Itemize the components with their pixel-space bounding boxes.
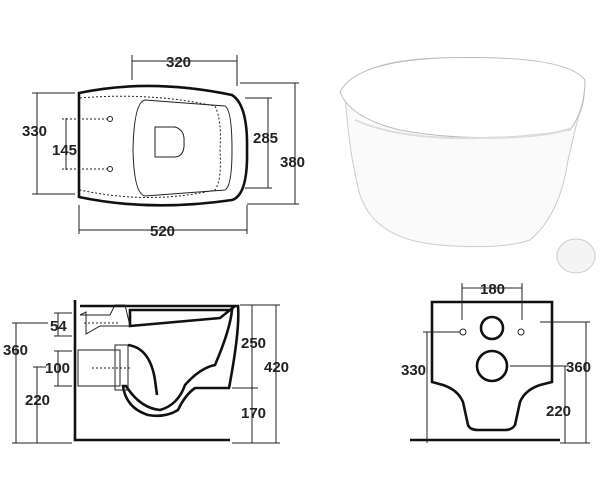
dim-360-front: 360	[566, 359, 591, 376]
front-fixing-left	[459, 328, 467, 336]
dim-360: 360	[3, 342, 28, 359]
wall-and-floor	[73, 300, 230, 442]
fixing-hole-top	[107, 116, 113, 122]
dim-180: 180	[480, 281, 505, 298]
dim-330-front: 330	[401, 362, 426, 379]
front-view-outline	[430, 300, 554, 432]
side-view: 54 360 100 220 250 420 170	[3, 300, 289, 444]
front-view: 180 330 360 220	[401, 281, 591, 444]
fixing-hole-leaders	[62, 118, 107, 170]
outlet-pipe	[77, 344, 129, 391]
side-centerlines	[84, 322, 130, 369]
top-view-outline	[77, 84, 249, 207]
dim-100: 100	[45, 360, 70, 377]
top-dimension-lines	[32, 55, 299, 234]
top-view-hidden-rim	[79, 95, 221, 198]
inlet-spud	[79, 304, 131, 335]
trap-inner	[127, 343, 159, 396]
dim-145: 145	[52, 142, 77, 159]
dim-220: 220	[25, 392, 50, 409]
side-view-outline	[80, 304, 240, 418]
bowl-opening	[154, 126, 185, 158]
seat-outline	[132, 99, 233, 197]
top-view: 320 330 145 285 380 520	[22, 54, 305, 240]
product-photo	[339, 56, 596, 274]
dim-250: 250	[241, 335, 266, 352]
dim-285: 285	[253, 130, 278, 147]
cover-cap	[556, 238, 596, 274]
dim-54: 54	[50, 318, 67, 335]
front-dimension-lines	[423, 283, 590, 444]
dim-170: 170	[241, 405, 266, 422]
inlet-hole	[479, 315, 505, 341]
dim-330: 330	[22, 123, 47, 140]
front-fixing-right	[517, 328, 525, 336]
dim-320: 320	[166, 54, 191, 71]
dim-420: 420	[264, 359, 289, 376]
fixing-hole-bottom	[107, 166, 113, 172]
dim-520: 520	[150, 223, 175, 240]
dim-380: 380	[280, 154, 305, 171]
dim-220-front: 220	[546, 403, 571, 420]
outlet-hole	[475, 349, 509, 383]
side-dimension-lines	[12, 304, 280, 444]
